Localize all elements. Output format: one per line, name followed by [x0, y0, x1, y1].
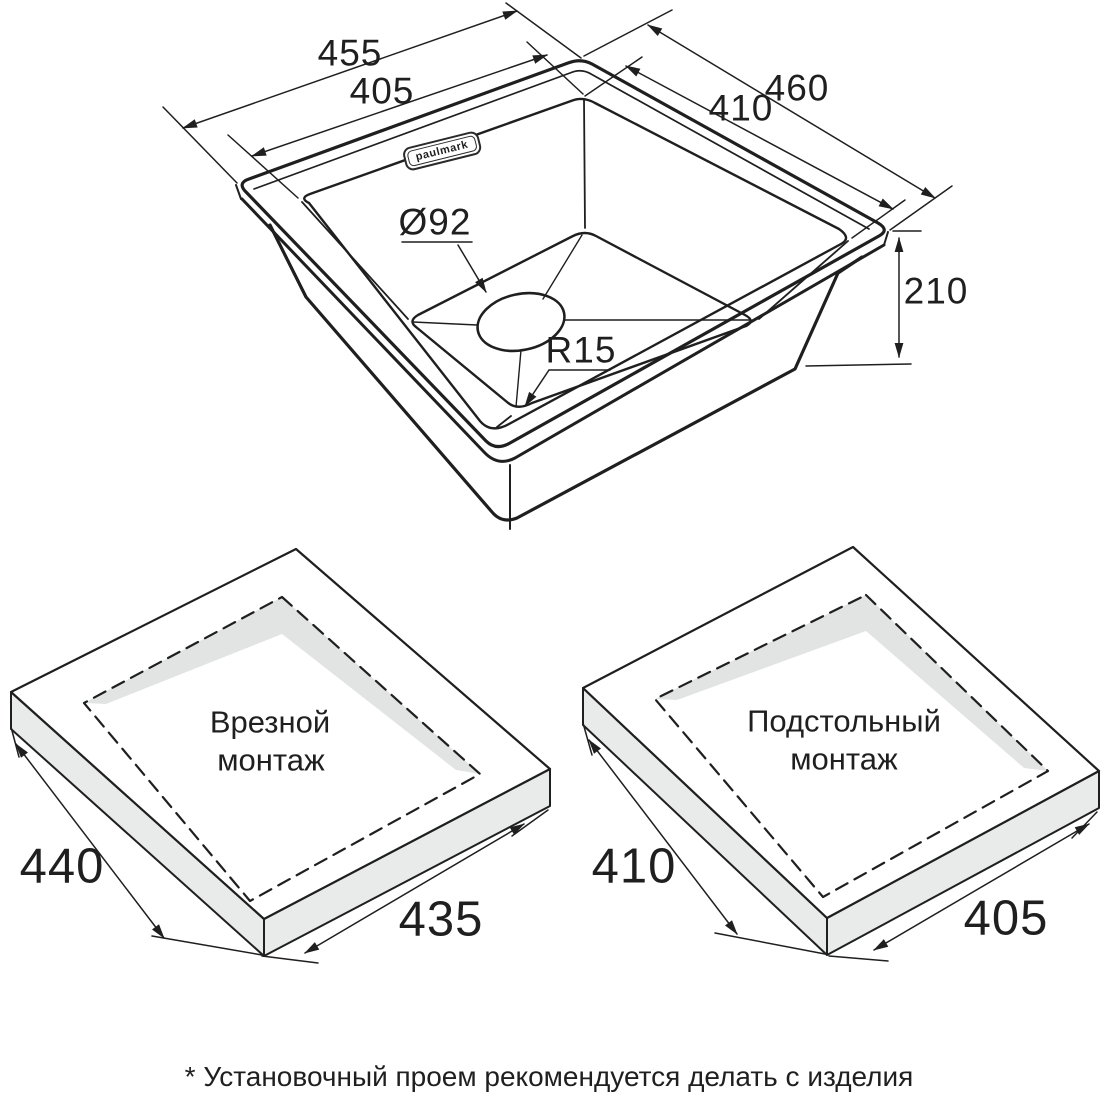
cutout-inner-wall — [84, 597, 480, 774]
drain-hole — [476, 291, 566, 353]
cutout-inner-wall — [655, 595, 1048, 771]
drop-in-mount-title-line2: монтаж — [217, 742, 325, 778]
dim-inner-width-label: 405 — [349, 70, 415, 112]
drop-in-front-dim-label: 435 — [398, 892, 484, 947]
undermount-title-line2: монтаж — [790, 741, 898, 777]
sink-isometric-view — [235, 59, 889, 530]
drop-in-mount-title-line1: Врезной — [209, 704, 331, 740]
dim-bowl-depth-label: 210 — [903, 270, 969, 312]
dim-corner-radius-label: R15 — [545, 329, 617, 371]
undermount-front-dim-label: 405 — [963, 891, 1049, 946]
drop-in-side-dim-label: 440 — [19, 839, 105, 894]
panel-drop-in-mount — [9, 547, 552, 964]
dim-outer-depth-label: 460 — [764, 67, 830, 109]
undermount-title-line1: Подстольный — [747, 703, 941, 739]
dim-inner-depth-label: 410 — [708, 87, 774, 129]
cutout-outline — [82, 595, 482, 903]
undermount-side-dim-label: 410 — [591, 839, 677, 894]
installation-footnote: * Установочный проем рекомендуется делат… — [184, 1061, 914, 1092]
cutout-outline — [653, 593, 1050, 899]
sink-dimension-lines — [162, 2, 953, 407]
panel-undermount — [581, 545, 1101, 962]
dim-drain-diameter-label: Ø92 — [398, 201, 472, 243]
dim-outer-width-label: 455 — [317, 32, 383, 74]
